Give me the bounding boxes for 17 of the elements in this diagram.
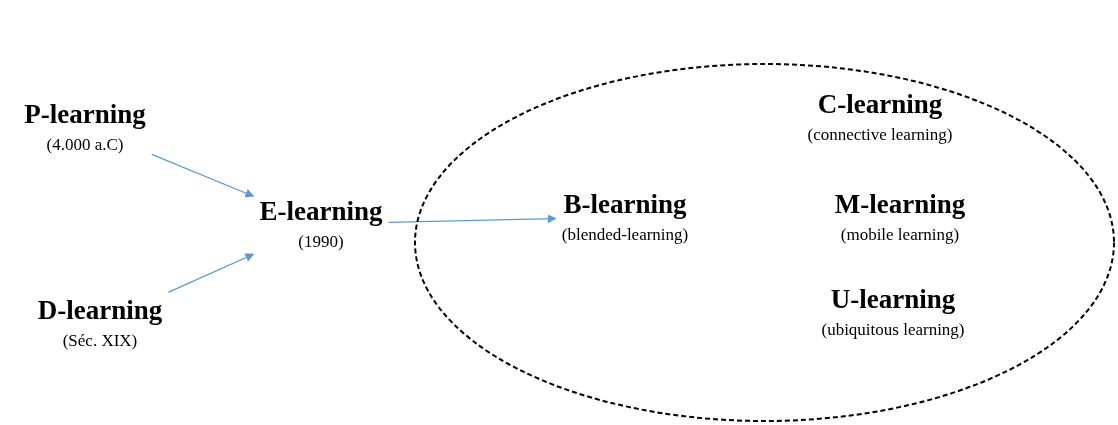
arrow xyxy=(151,153,255,198)
node-title: P-learning xyxy=(24,98,146,130)
node-title: D-learning xyxy=(37,294,163,326)
arrow xyxy=(387,214,557,224)
node-subtitle: (mobile learning) xyxy=(840,224,960,246)
node-subtitle: (ubiquitous learning) xyxy=(821,319,965,341)
node-subtitle: (blended-learning) xyxy=(561,224,689,246)
node-title: C-learning xyxy=(817,88,943,120)
node-subtitle: (Séc. XIX) xyxy=(62,330,138,352)
node-title: B-learning xyxy=(563,188,687,220)
node-subtitle: (1990) xyxy=(298,231,344,253)
node-subtitle: (connective learning) xyxy=(807,124,953,146)
arrow xyxy=(167,253,255,294)
node-title: E-learning xyxy=(259,195,383,227)
node-title: U-learning xyxy=(830,283,956,315)
node-subtitle: (4.000 a.C) xyxy=(46,134,124,156)
node-title: M-learning xyxy=(834,188,966,220)
